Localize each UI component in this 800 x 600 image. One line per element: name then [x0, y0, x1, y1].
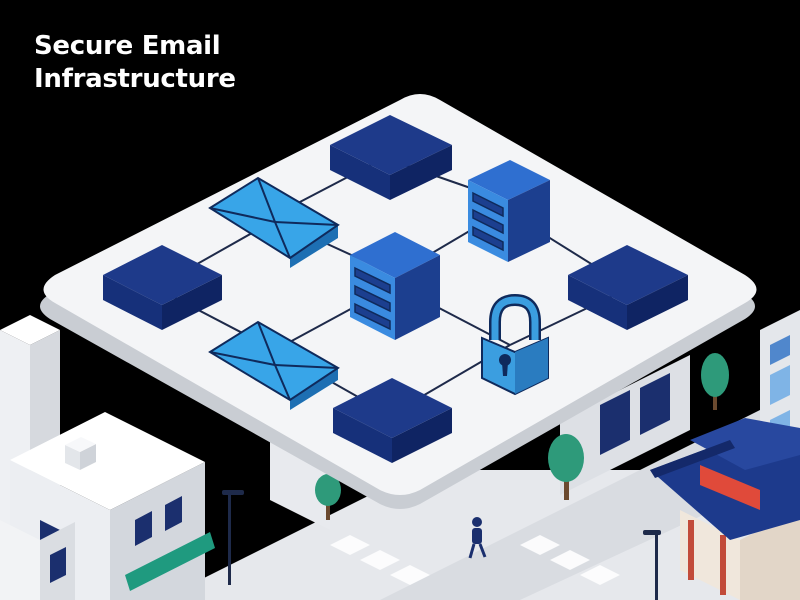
network-node [333, 378, 452, 463]
street-lamp-icon [222, 490, 244, 585]
tree-icon [701, 353, 729, 410]
title-line-2: Infrastructure [34, 64, 236, 94]
page-title: Secure Email Infrastructure [34, 30, 236, 96]
tree-icon [315, 474, 341, 520]
envelope-icon [208, 320, 340, 410]
title-line-1: Secure Email [34, 31, 221, 61]
envelope-icon [208, 176, 340, 268]
building-left-front [0, 520, 75, 600]
server-icon [350, 232, 440, 340]
lock-icon [481, 293, 549, 396]
network-node [330, 115, 452, 200]
street-lamp-icon [643, 530, 661, 600]
building-under-platform [270, 355, 690, 530]
pavilion-icon [650, 418, 800, 600]
pedestrian-icon [468, 517, 487, 559]
network-node [103, 245, 222, 330]
network-node [568, 245, 688, 330]
server-icon [468, 160, 550, 262]
tree-icon [548, 434, 584, 500]
